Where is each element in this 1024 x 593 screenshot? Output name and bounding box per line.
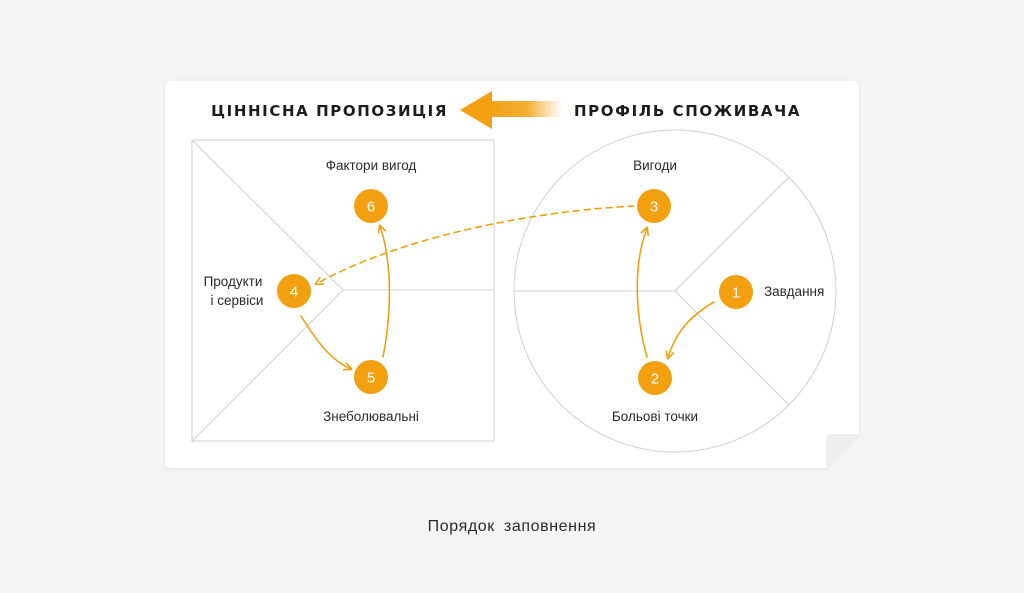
step-number: 1: [732, 285, 740, 302]
step-number: 6: [367, 199, 375, 216]
filling-order-caption: Порядок заповнення: [427, 518, 597, 535]
step-number: 5: [367, 370, 375, 387]
label-gains: Вигоди: [633, 158, 677, 173]
canvas-card: [165, 81, 859, 468]
arrow-1-to-2: [665, 301, 715, 360]
value-proposition-heading: ЦІННІСНА ПРОПОЗИЦІЯ: [211, 102, 448, 120]
step-circle-4: 4: [277, 274, 311, 308]
step-circle-1: 1: [719, 275, 753, 309]
label-jobs: Завдання: [764, 284, 824, 299]
label-pain-relievers: Знеболювальні: [323, 409, 419, 424]
customer-profile-circle: [513, 129, 837, 453]
page-curl: [826, 434, 859, 468]
arrow-2-to-3: [636, 226, 649, 358]
step-number: 2: [651, 371, 659, 388]
step-number: 3: [650, 199, 658, 216]
step-circle-2: 2: [638, 361, 672, 395]
direction-arrow-icon: [460, 91, 562, 129]
arrow-5-to-6: [377, 224, 391, 358]
label-products-line2: і сервіси: [211, 293, 264, 308]
arrow-3-to-4: [314, 205, 635, 286]
step-circle-6: 6: [354, 189, 388, 223]
step-circle-5: 5: [354, 360, 388, 394]
label-gain-creators: Фактори вигод: [326, 158, 417, 173]
label-pains: Больові точки: [612, 409, 698, 424]
step-number: 4: [290, 284, 298, 301]
customer-profile-heading: ПРОФІЛЬ СПОЖИВАЧА: [574, 102, 801, 120]
arrow-4-to-5: [300, 315, 353, 371]
step-circle-3: 3: [637, 189, 671, 223]
label-products-line1: Продукти: [204, 274, 263, 289]
value-map-square: [191, 139, 495, 442]
